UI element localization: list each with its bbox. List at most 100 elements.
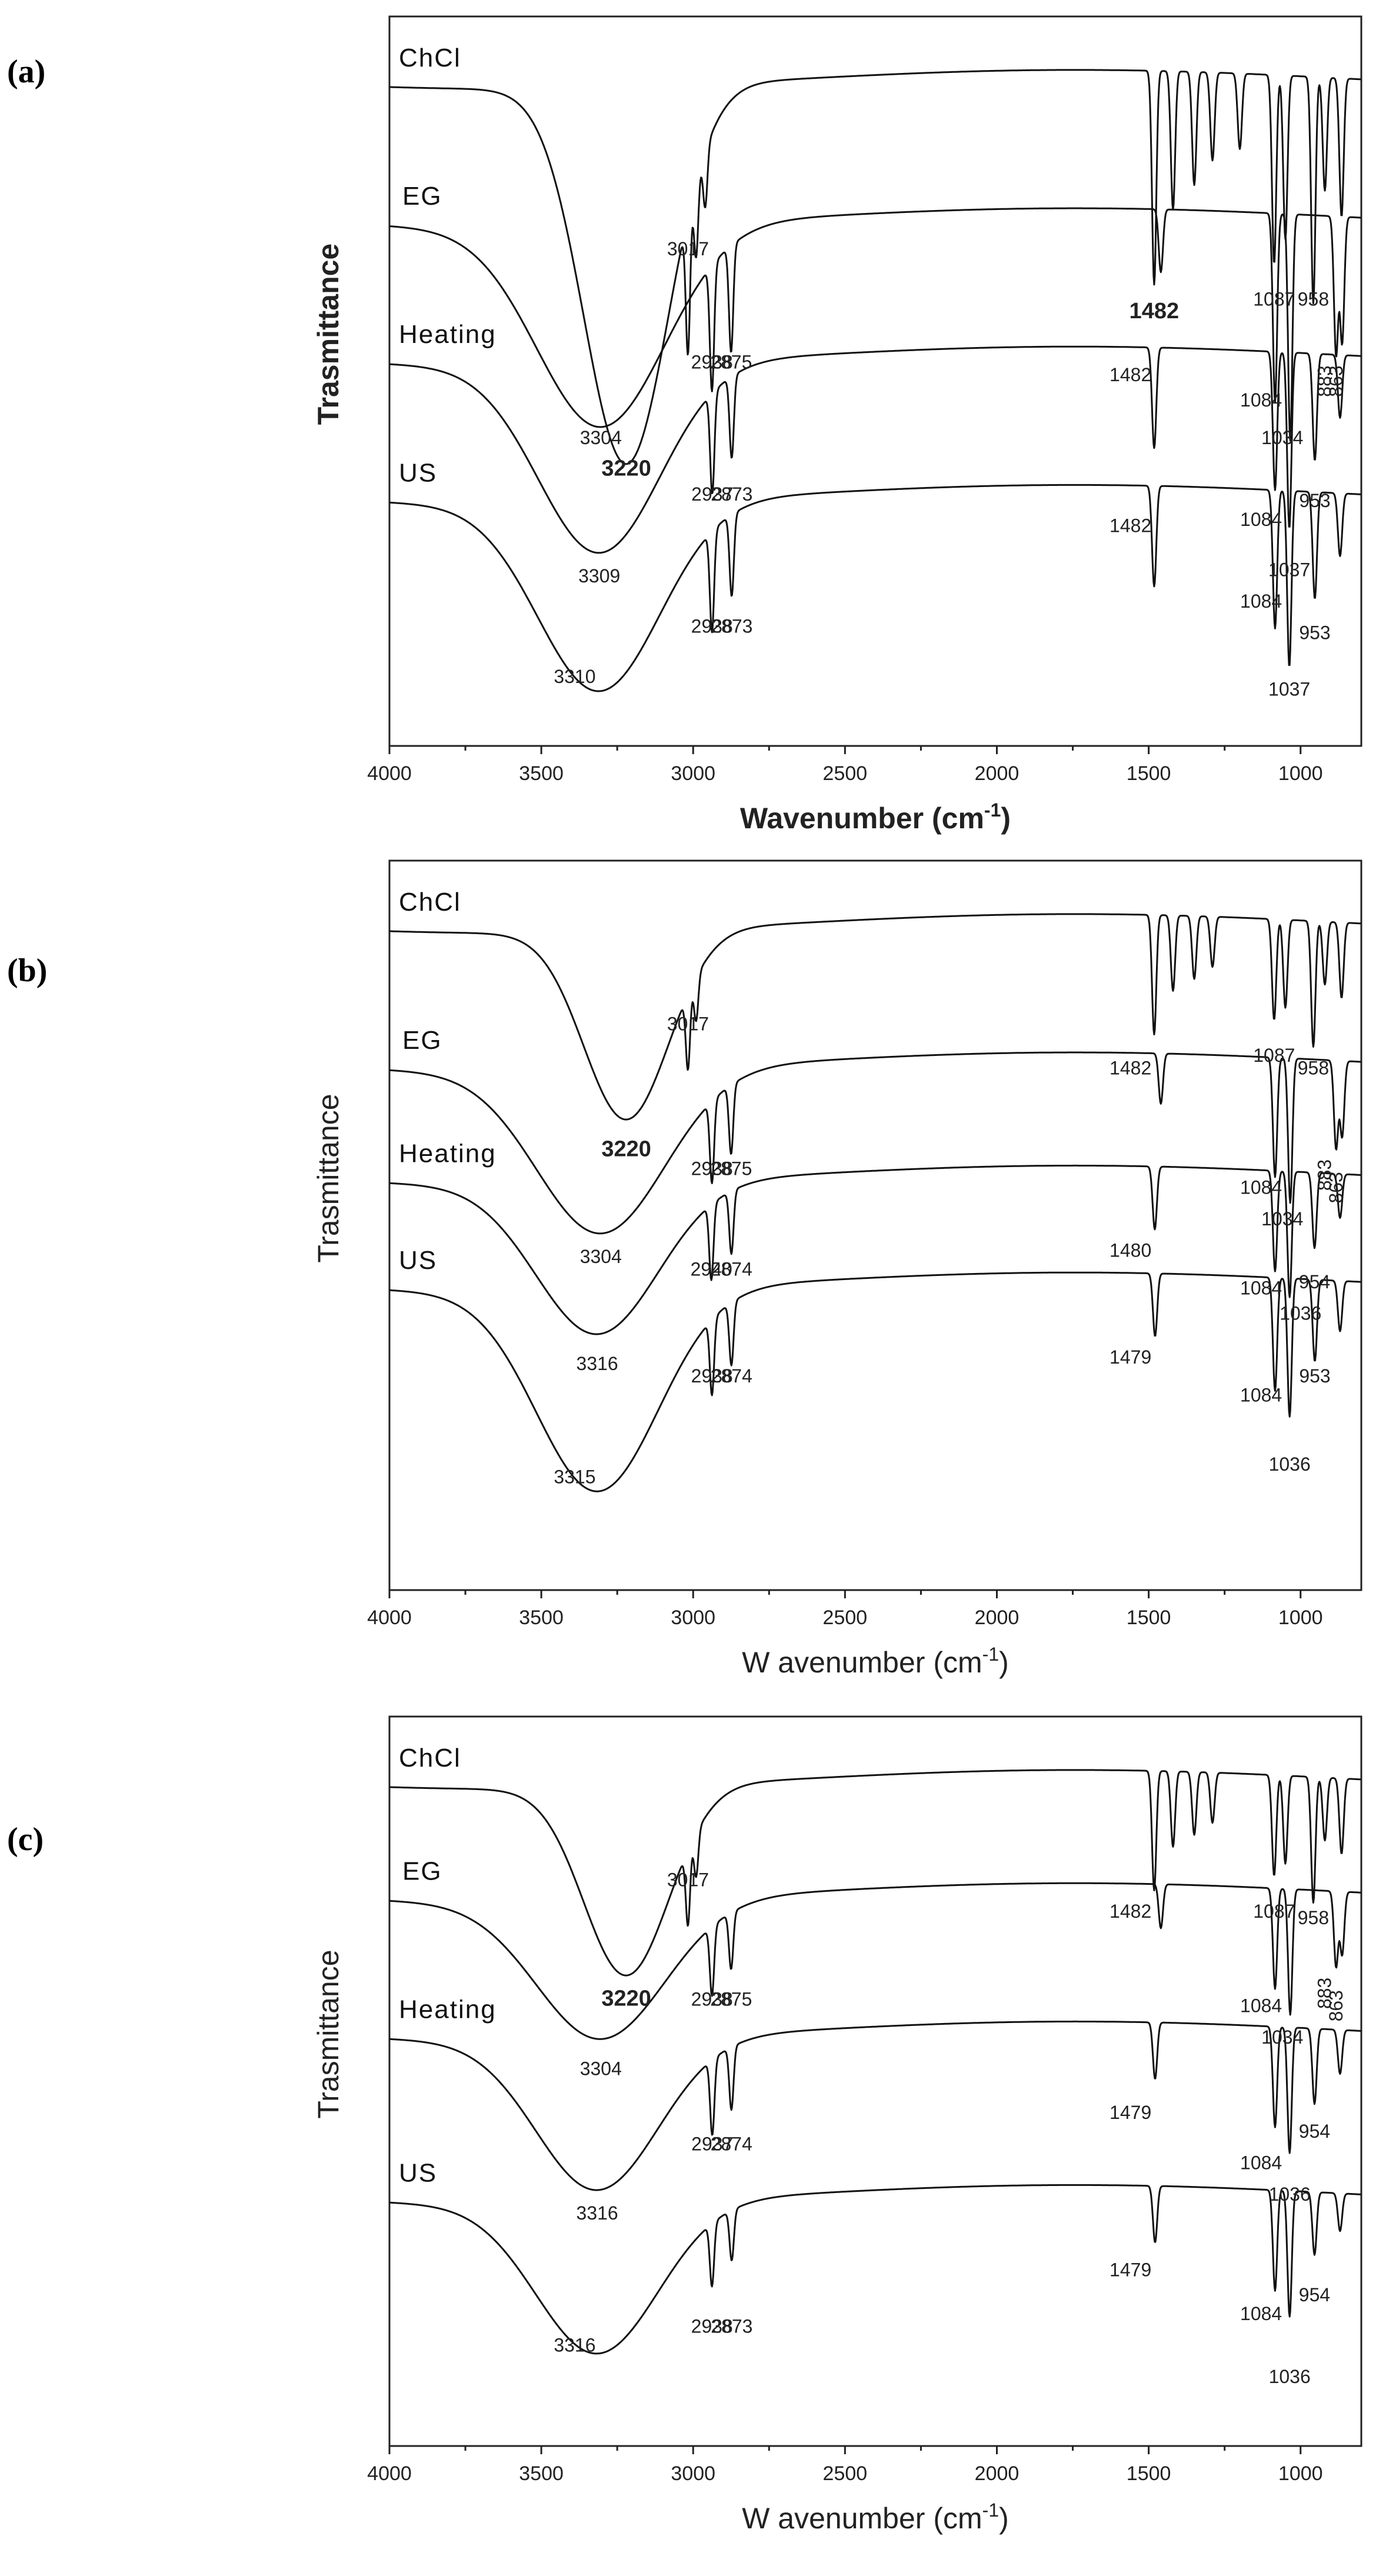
series-line-us: [389, 484, 1362, 692]
series-label-chcl: ChCl: [399, 888, 461, 917]
peak-label: 1087: [1253, 1901, 1295, 1922]
peak-label: 1479: [1110, 2259, 1151, 2280]
peak-label: 1034: [1261, 427, 1303, 448]
x-tick-label: 2500: [823, 1607, 868, 1629]
peak-label: 3315: [554, 1466, 595, 1487]
peak-label: 1034: [1261, 2027, 1303, 2048]
peak-label: 953: [1299, 490, 1330, 511]
peak-label: 3316: [577, 1353, 618, 1374]
peak-label: 3017: [667, 1014, 709, 1035]
x-tick-label: 1500: [1127, 762, 1171, 785]
peak-label: 3304: [580, 427, 622, 448]
series-line-eg: [389, 207, 1362, 442]
peak-label: 1084: [1240, 1278, 1282, 1299]
peak-label: 3220: [601, 456, 651, 481]
x-tick-label: 4000: [367, 762, 412, 785]
series-label-us: US: [399, 2158, 437, 2187]
x-tick-label: 3000: [671, 1607, 715, 1629]
peak-label: 1037: [1268, 559, 1310, 580]
peak-label: 1084: [1240, 1995, 1282, 2016]
series-line-chcl: [389, 913, 1362, 1121]
peak-label: 1084: [1240, 2152, 1282, 2174]
peak-label: 2873: [711, 484, 752, 505]
series-line-eg: [389, 1051, 1362, 1235]
x-axis-label: W avenumber (cm-1): [742, 2500, 1009, 2535]
peak-label: 3316: [577, 2202, 618, 2224]
peak-label: 1036: [1269, 2184, 1311, 2205]
x-tick-label: 3500: [519, 1607, 564, 1629]
peak-label: 3310: [554, 666, 595, 687]
peak-label: 1037: [1268, 678, 1310, 699]
x-tick-label: 1500: [1127, 2462, 1171, 2485]
x-tick-label: 2000: [975, 1607, 1019, 1629]
peak-label: 2874: [711, 1365, 752, 1387]
peak-label: 1087: [1253, 289, 1295, 310]
series-label-eg: EG: [402, 1026, 442, 1055]
x-axis-label: Wavenumber (cm-1): [740, 799, 1011, 835]
series-line-chcl: [389, 1769, 1362, 1977]
y-axis-label: Trasmittance: [312, 1094, 345, 1262]
peak-label: 1482: [1110, 1057, 1151, 1078]
peak-label: 2874: [711, 1259, 752, 1280]
peak-label: 3304: [580, 2058, 622, 2079]
peak-label: 2938: [691, 1365, 733, 1387]
series-label-heating: Heating: [399, 1995, 497, 2024]
peak-label: 2875: [710, 352, 752, 373]
series-line-us: [389, 1271, 1362, 1492]
x-tick-label: 3000: [671, 762, 715, 785]
peak-label: 1036: [1269, 2366, 1311, 2387]
peak-label: 1084: [1240, 509, 1282, 530]
plot-frame: [388, 15, 1362, 747]
panel-letter: (c): [7, 1821, 44, 1858]
peak-label: 1479: [1110, 2102, 1151, 2123]
x-tick-label: 1000: [1278, 1607, 1323, 1629]
peak-label: 2875: [710, 1158, 752, 1179]
peak-label: 1482: [1130, 299, 1180, 324]
peak-label: 1084: [1240, 591, 1282, 612]
peak-label: 954: [1299, 1271, 1330, 1292]
plot-frame: [388, 859, 1362, 1591]
peak-label: 954: [1299, 2121, 1330, 2142]
peak-label: 2874: [711, 2134, 752, 2155]
plot-frame: [388, 1715, 1362, 2447]
peak-label: 863: [1325, 365, 1347, 396]
peak-label: 954: [1299, 2284, 1330, 2305]
series-label-heating: Heating: [399, 320, 497, 349]
series-label-us: US: [399, 458, 437, 487]
peak-label: 2937: [691, 484, 733, 505]
peak-label: 958: [1298, 1057, 1329, 1078]
peak-label: 3017: [667, 1869, 709, 1891]
peak-label: 1482: [1110, 515, 1151, 536]
series-line-us: [389, 2184, 1362, 2355]
peak-label: 1480: [1110, 1239, 1151, 1261]
series-label-eg: EG: [402, 1857, 442, 1885]
peak-label: 2875: [710, 1989, 752, 2010]
peak-label: 1084: [1240, 1177, 1282, 1198]
peak-label: 863: [1325, 1990, 1347, 2021]
peak-label: 1087: [1253, 1045, 1295, 1066]
x-axis-label: W avenumber (cm-1): [742, 1644, 1009, 1679]
x-tick-label: 1500: [1127, 1607, 1171, 1629]
series-line-chcl: [389, 69, 1362, 465]
peak-label: 3017: [667, 238, 709, 259]
x-tick-label: 2500: [823, 2462, 868, 2485]
peak-label: 2873: [711, 2316, 752, 2337]
peak-label: 1479: [1110, 1347, 1151, 1368]
peak-label: 863: [1325, 1172, 1347, 1203]
x-tick-label: 1000: [1278, 762, 1323, 785]
series-line-heating: [389, 345, 1362, 554]
peak-label: 883: [1314, 1159, 1335, 1191]
peak-label: 2940: [691, 1259, 732, 1280]
peak-label: 1482: [1110, 364, 1151, 385]
series-line-eg: [389, 1882, 1362, 2040]
series-line-heating: [389, 2020, 1362, 2191]
peak-label: 953: [1299, 1365, 1330, 1387]
peak-label: 1034: [1261, 1208, 1303, 1229]
peak-label: 958: [1298, 1907, 1329, 1928]
peak-label: 2938: [691, 2316, 733, 2337]
peak-label: 2937: [691, 2134, 733, 2155]
